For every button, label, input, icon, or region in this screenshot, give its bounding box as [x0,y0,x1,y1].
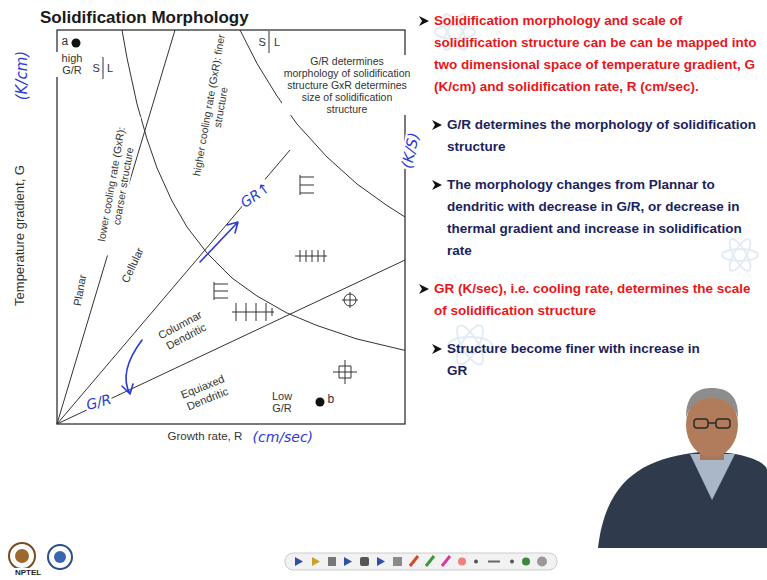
pen-note: (cm/sec) [252,429,315,445]
pen-note: GR↑ [236,179,273,212]
phase-label: S [92,62,101,75]
bullet-text: Structure become finer with increase in … [447,338,709,382]
region-label: Columnar Dendritic [149,304,217,356]
bullet-text: The morphology changes from Plannar to d… [447,174,763,262]
pen-note: G/R [83,391,114,414]
point-b [316,398,325,407]
bullet-item: Structure become finer with increase in … [418,338,763,382]
point-label: b [327,393,336,407]
bullet-arrow [431,342,443,356]
phase-label: L [273,36,281,49]
bullet-arrow [431,178,443,192]
point-label: a [61,35,70,49]
curve-label: higher cooling rate (GxR): finer structu… [189,32,238,181]
bullet-item: G/R determines the morphology of solidif… [418,114,763,158]
logo-text: NPTEL [14,568,42,577]
region-label: Equiaxed Dendritic [171,368,240,415]
region-label: Cellular [118,244,146,285]
phase-label: L [106,62,114,75]
bullet-text: Solidification morphology and scale of s… [434,10,763,98]
bullet-arrow [418,282,430,296]
region-note: Low G/R [265,390,299,415]
bottom-bar [9,543,557,570]
slide-title: Solidification Morphology [40,8,249,28]
axis-label: Temperature gradient, G [12,164,27,307]
axis-label: Growth rate, R [167,430,244,443]
bullet-item: GR (K/sec), i.e. cooling rate, determine… [418,278,763,322]
bullet-text: GR (K/sec), i.e. cooling rate, determine… [434,278,763,322]
pen-note: (K/S) [399,130,424,171]
bullet-item: Solidification morphology and scale of s… [418,10,763,98]
graph-note: G/R determines morphology of solidificat… [282,55,412,115]
region-label: Planar [71,272,89,307]
bullet-arrow [431,118,443,132]
presenter-photo [598,388,767,548]
phase-label: S [258,36,267,49]
region-note: high G/R [51,52,93,77]
pen-note: (K/cm) [14,49,31,100]
bullet-item: The morphology changes from Plannar to d… [418,174,763,262]
point-a [72,39,81,48]
bullet-arrow [418,14,430,28]
bullet-list: Solidification morphology and scale of s… [418,10,763,398]
bullet-text: G/R determines the morphology of solidif… [447,114,763,158]
curve-label: lower cooling rate (GxR): coarser struct… [93,113,141,257]
